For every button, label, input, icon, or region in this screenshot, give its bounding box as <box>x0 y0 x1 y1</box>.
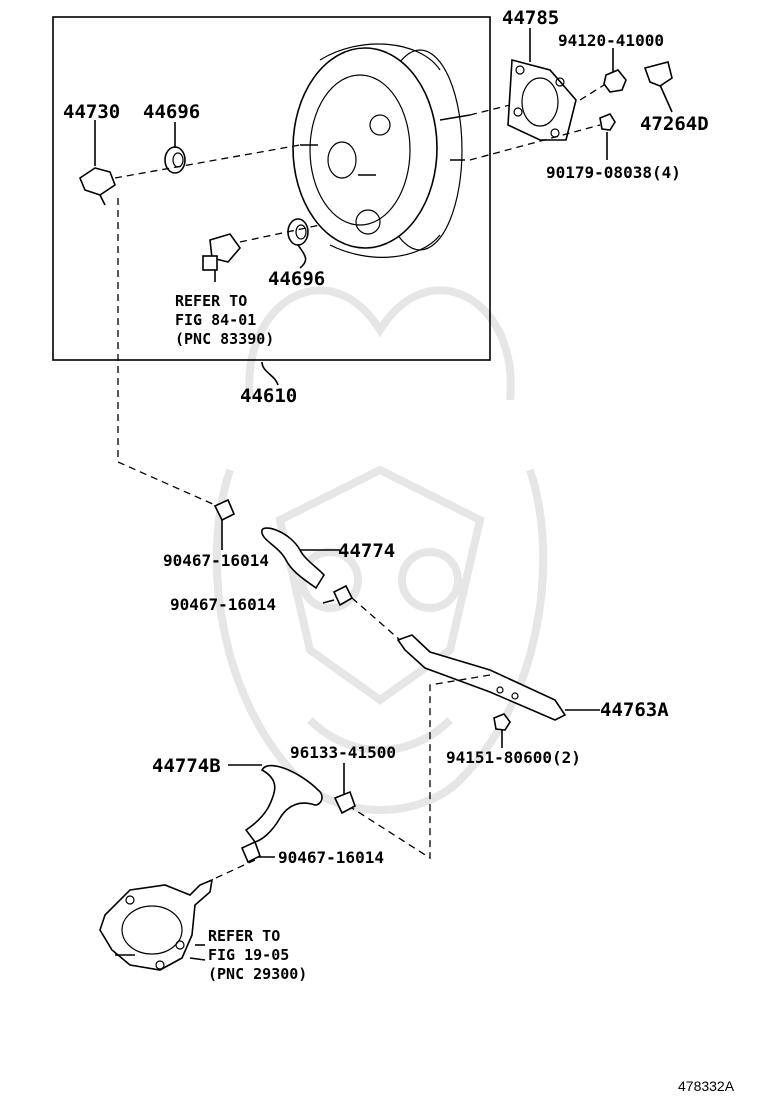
leader-44610 <box>261 361 279 386</box>
dashed-line-lower-1 <box>351 674 491 860</box>
dashed-line-upper-5 <box>579 84 605 101</box>
clamp-90467-lower-icon <box>240 840 261 864</box>
dashed-line-lower-2 <box>204 859 256 884</box>
label-fig-19-05: FIG 19-05 <box>208 946 289 964</box>
dashed-line-upper-3 <box>469 104 511 116</box>
label-refer-to-2: REFER TO <box>208 927 280 945</box>
hose-44774-icon <box>261 527 325 590</box>
clip-47264d-icon <box>643 61 673 87</box>
check-valve-44730-icon <box>79 167 116 206</box>
label-44774: 44774 <box>338 540 395 562</box>
dashed-line-upper-2 <box>239 224 321 243</box>
nut-94120-icon <box>603 69 627 93</box>
label-90467-16014-upper: 90467-16014 <box>163 551 269 570</box>
label-90467-16014-middle: 90467-16014 <box>170 595 276 614</box>
vacuum-pump-icon <box>99 878 214 971</box>
leader-44696b <box>297 244 307 269</box>
dashed-line-middle <box>351 597 401 641</box>
diagram-code: 478332A <box>678 1078 735 1094</box>
grommet-44696-lower-icon <box>287 218 309 246</box>
label-fig-84-01: FIG 84-01 <box>175 311 256 329</box>
label-44730: 44730 <box>63 101 120 123</box>
label-pnc-83390: (PNC 83390) <box>175 330 274 348</box>
brake-booster-icon <box>292 43 471 258</box>
label-44610: 44610 <box>240 385 297 407</box>
clamp-96133-icon <box>333 790 356 815</box>
label-44696-lower: 44696 <box>268 268 325 290</box>
gasket-44785-icon <box>507 58 577 141</box>
leader-ref2 <box>115 954 206 961</box>
label-90467-16014-lower: 90467-16014 <box>278 848 384 867</box>
label-44774b: 44774B <box>152 755 221 777</box>
hose-44774b-icon <box>244 764 323 843</box>
assembly-box <box>52 16 491 361</box>
label-90179-08038: 90179-08038(4) <box>546 163 681 182</box>
watermark-emblem <box>212 286 548 814</box>
nut-94151-icon <box>493 713 511 731</box>
nut-90179-icon <box>599 113 616 131</box>
leader-47264d <box>659 84 673 113</box>
dashed-line-vacuum-path <box>117 198 216 506</box>
label-44696-upper: 44696 <box>143 101 200 123</box>
label-refer-to-1: REFER TO <box>175 292 247 310</box>
label-44763a: 44763A <box>600 699 669 721</box>
label-96133-41500: 96133-41500 <box>290 743 396 762</box>
clamp-90467-upper-icon <box>213 498 236 522</box>
label-44785: 44785 <box>502 7 559 29</box>
label-94151-80600: 94151-80600(2) <box>446 748 581 767</box>
vacuum-pipe-44763a-icon <box>396 634 600 721</box>
label-47264d: 47264D <box>640 113 709 135</box>
label-pnc-29300: (PNC 29300) <box>208 965 307 983</box>
sensor-icon <box>202 233 242 282</box>
label-94120-41000: 94120-41000 <box>558 31 664 50</box>
dashed-line-upper-1 <box>114 144 301 179</box>
dashed-line-upper-4 <box>469 124 601 161</box>
